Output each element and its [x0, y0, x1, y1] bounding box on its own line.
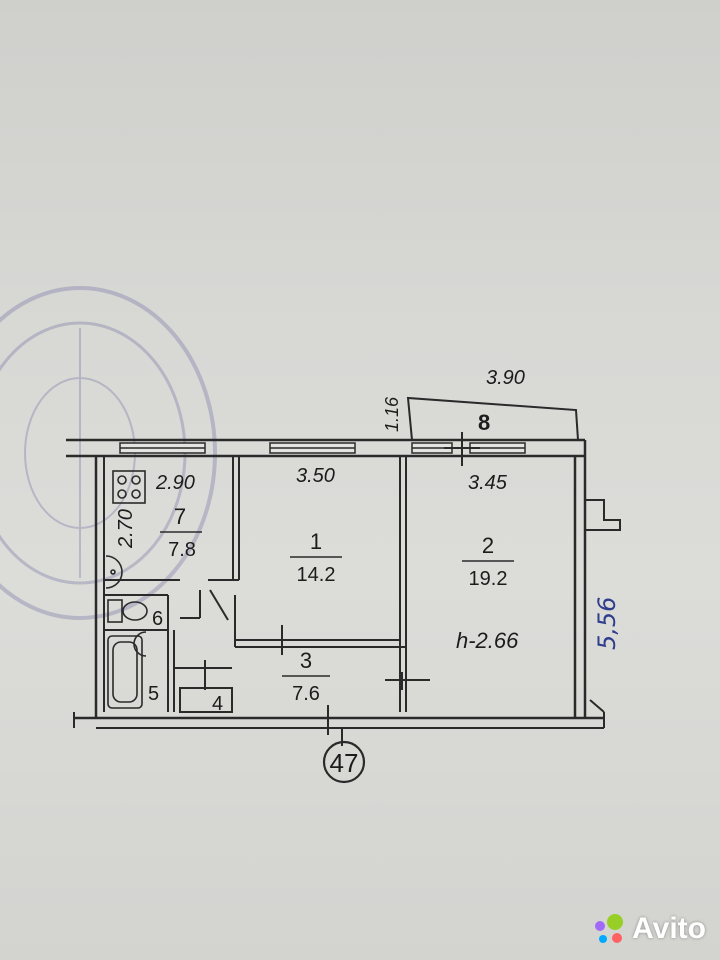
room-3-area: 7.6	[292, 683, 320, 705]
avito-watermark-text: Avito	[632, 912, 706, 945]
dim-kitchen-depth: 2.70	[115, 509, 137, 549]
handwritten-dimension: 5,56	[593, 597, 621, 650]
room-8-number: 8	[478, 410, 490, 435]
room-1-number: 1	[310, 529, 322, 554]
room-4-number: 4	[212, 693, 223, 715]
bathtub-icon	[107, 635, 143, 709]
balcony-outline	[406, 396, 579, 441]
toilet-icon	[122, 601, 148, 621]
interior-walls	[104, 432, 480, 735]
axis-label: 47	[330, 748, 359, 778]
dim-balcony-width: 3.90	[486, 367, 525, 389]
room-1-area: 14.2	[297, 564, 336, 586]
axis-marker	[322, 740, 366, 784]
room-2-number: 2	[482, 533, 494, 558]
dim-kitchen-width: 2.90	[155, 472, 195, 494]
room-5-number: 5	[148, 683, 159, 705]
room-7-number: 7	[174, 504, 186, 529]
outer-walls	[66, 438, 621, 729]
room-7-area: 7.8	[168, 539, 196, 561]
ceiling-height: h-2.66	[456, 628, 519, 653]
avito-logo-icon	[595, 914, 624, 943]
stove-icon	[112, 470, 146, 504]
fixtures	[105, 470, 148, 709]
room-3-number: 3	[300, 648, 312, 673]
dim-room2-width: 3.45	[468, 472, 508, 494]
avito-watermark: Avito	[592, 912, 706, 946]
dim-room1-width: 3.50	[296, 465, 335, 487]
room-6-number: 6	[152, 608, 163, 630]
sink-icon	[105, 555, 123, 589]
dim-balcony-depth: 1.16	[382, 396, 402, 432]
room-2-area: 19.2	[469, 568, 508, 590]
